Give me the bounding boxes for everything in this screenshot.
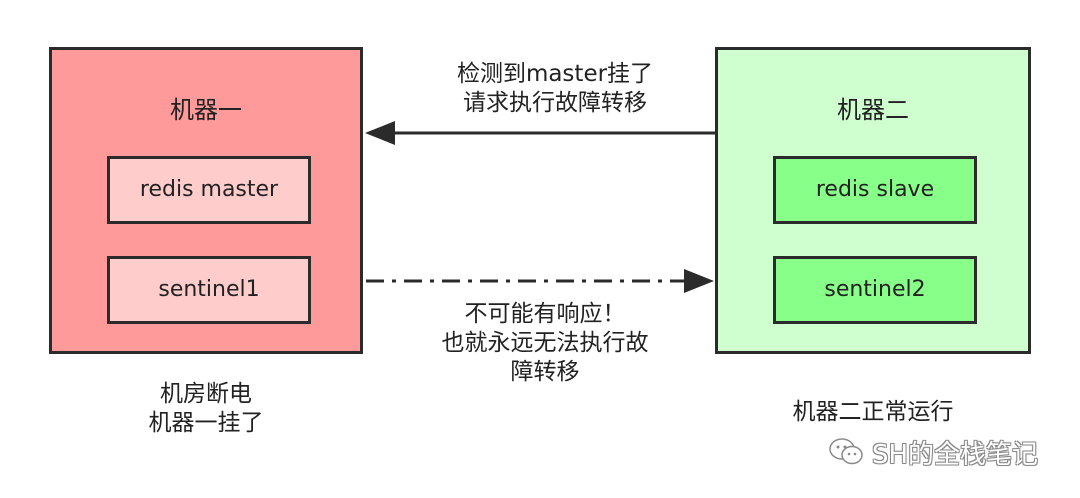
redis-slave-box: redis slave (773, 156, 977, 224)
top-arrow-label-line-1: 检测到master挂了 (456, 61, 654, 87)
top-arrow-label-line-2: 请求执行故障转移 (463, 90, 647, 116)
machine-one-caption-line-1: 机房断电 (160, 381, 252, 407)
top-arrow-label: 检测到master挂了 请求执行故障转移 (420, 60, 690, 118)
watermark-text: SH的全栈笔记 (872, 439, 1039, 470)
bottom-arrow-label-line-3: 障转移 (510, 359, 580, 385)
machine-two-title: 机器二 (837, 96, 909, 124)
bottom-arrow-head (684, 269, 714, 293)
redis-master-box: redis master (107, 156, 311, 224)
machine-two-box: 机器二 redis slave sentinel2 (715, 47, 1031, 354)
sentinel2-box: sentinel2 (773, 256, 977, 324)
watermark: SH的全栈笔记 (828, 434, 1058, 470)
machine-one-box: 机器一 redis master sentinel1 (49, 47, 363, 354)
machine-one-title: 机器一 (170, 96, 242, 124)
top-arrow-head (365, 121, 395, 145)
bottom-arrow-label-line-2: 也就永远无法执行故 (441, 330, 649, 356)
wechat-icon (829, 438, 863, 465)
bottom-arrow-label: 不可能有响应！ 也就永远无法执行故 障转移 (410, 300, 680, 387)
machine-two-caption-line: 机器二正常运行 (792, 399, 954, 425)
bottom-arrow-label-line-1: 不可能有响应！ (464, 301, 626, 327)
sentinel1-box: sentinel1 (107, 256, 311, 324)
machine-one-caption: 机房断电 机器一挂了 (106, 380, 306, 438)
machine-one-caption-line-2: 机器一挂了 (148, 410, 264, 436)
top-arrow (365, 121, 715, 145)
machine-two-caption: 机器二正常运行 (773, 398, 973, 427)
bottom-arrow (366, 269, 714, 293)
